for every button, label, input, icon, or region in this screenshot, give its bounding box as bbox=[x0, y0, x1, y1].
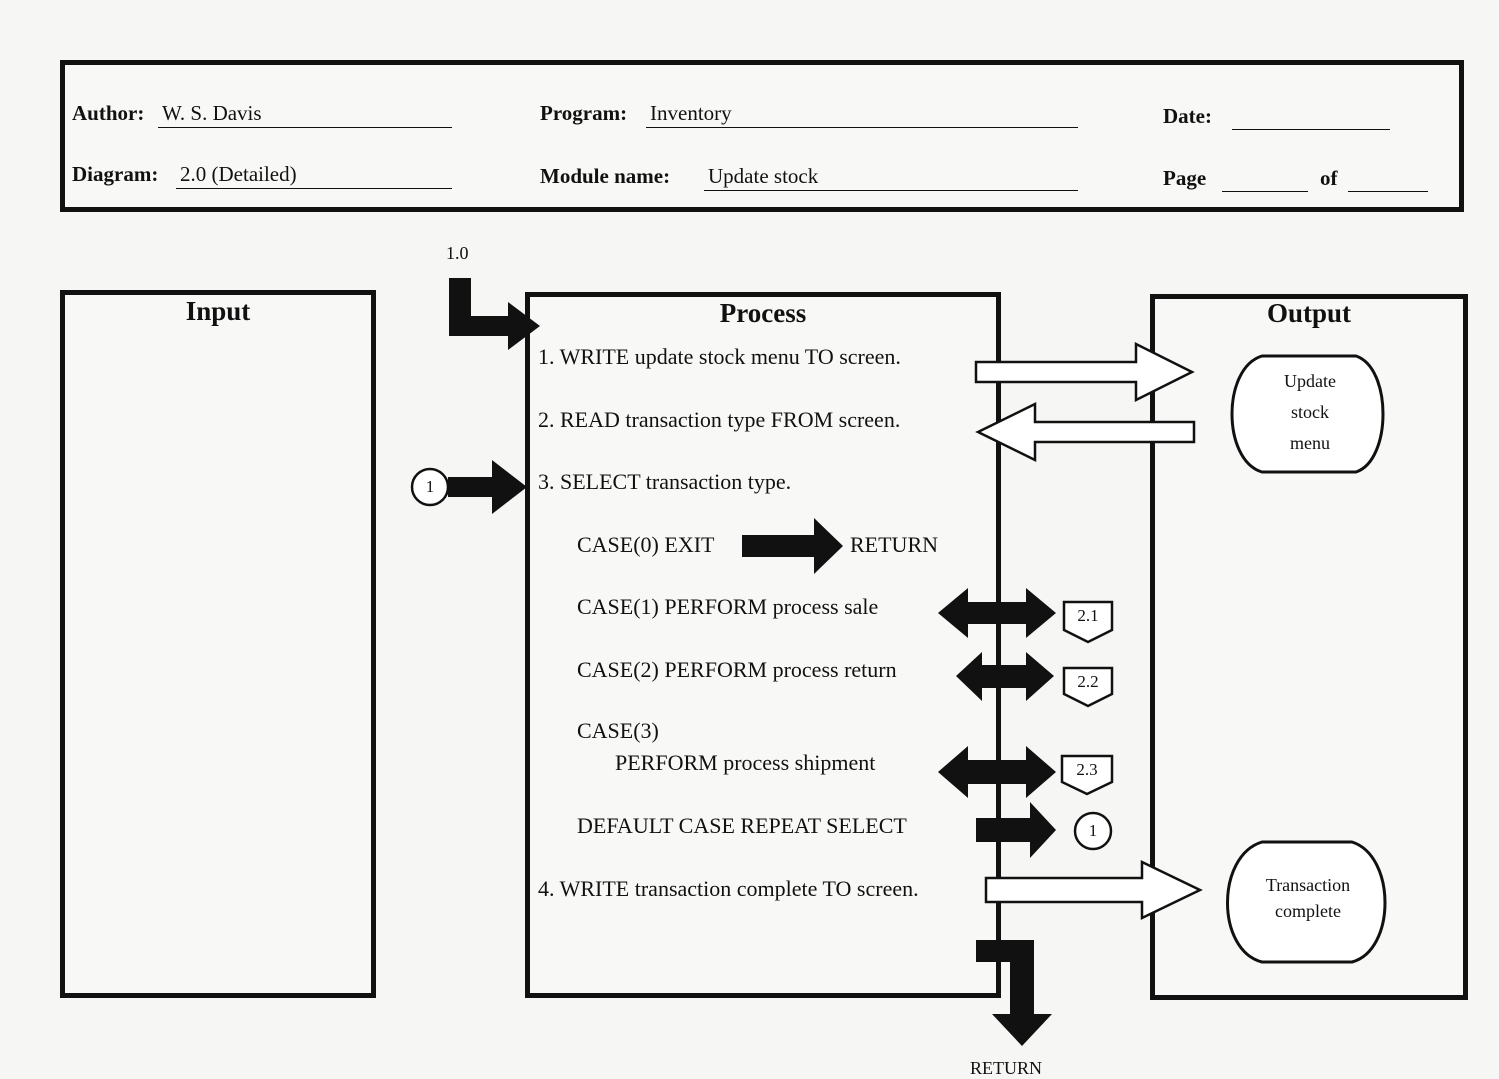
entry-ref-label: 1.0 bbox=[446, 243, 469, 263]
input-title: Input bbox=[185, 296, 251, 326]
transaction-complete-text: Transaction complete bbox=[1236, 872, 1380, 924]
case-3: CASE(3) bbox=[577, 718, 659, 743]
default-loop-connector-label: 1 bbox=[1088, 821, 1098, 840]
module-label: Module name: bbox=[540, 164, 671, 188]
author-label: Author: bbox=[72, 101, 145, 125]
sale-double-arrow bbox=[938, 588, 1056, 638]
default-case: DEFAULT CASE REPEAT SELECT bbox=[577, 813, 907, 838]
header-box bbox=[60, 60, 1464, 212]
exit-arrow bbox=[976, 940, 1052, 1046]
page-label: Page bbox=[1163, 166, 1207, 190]
update-stock-menu-text: Update stock menu bbox=[1240, 366, 1380, 459]
shipment-double-arrow bbox=[938, 746, 1056, 798]
connector-2-2 bbox=[1062, 666, 1114, 708]
author-value: W. S. Davis bbox=[158, 101, 452, 128]
process-box bbox=[525, 292, 1001, 998]
read-type-arrow bbox=[975, 401, 1196, 463]
update-stock-menu-terminal bbox=[1230, 354, 1385, 474]
select-loop-arrow bbox=[448, 460, 527, 514]
date-value bbox=[1232, 104, 1390, 130]
case0-target: RETURN bbox=[850, 532, 938, 557]
program-value: Inventory bbox=[646, 101, 1078, 128]
menu-line-1: Update bbox=[1284, 371, 1336, 391]
exit-return-label: RETURN bbox=[970, 1058, 1042, 1078]
menu-line-2: stock bbox=[1291, 402, 1329, 422]
menu-line-3: menu bbox=[1290, 433, 1330, 453]
connector-2-3-label: 2.3 bbox=[1076, 760, 1098, 779]
transaction-complete-terminal bbox=[1226, 840, 1387, 964]
page-value bbox=[1222, 166, 1308, 192]
return-double-arrow bbox=[956, 652, 1054, 701]
process-title: Process bbox=[719, 298, 807, 328]
of-value bbox=[1348, 166, 1428, 192]
select-loop-connector-label: 1 bbox=[425, 477, 435, 496]
input-box bbox=[60, 290, 376, 998]
write-complete-arrow bbox=[984, 860, 1203, 920]
module-value: Update stock bbox=[704, 164, 1078, 191]
of-label: of bbox=[1320, 166, 1338, 190]
step-2: 2. READ transaction type FROM screen. bbox=[538, 407, 901, 432]
program-label: Program: bbox=[540, 101, 628, 125]
step-1: 1. WRITE update stock menu TO screen. bbox=[538, 344, 901, 369]
connector-2-2-label: 2.2 bbox=[1077, 672, 1099, 691]
date-label: Date: bbox=[1163, 104, 1212, 128]
entry-arrow bbox=[449, 278, 540, 350]
write-menu-arrow bbox=[974, 341, 1195, 403]
case-0: CASE(0) EXIT bbox=[577, 532, 715, 557]
diagram-value: 2.0 (Detailed) bbox=[176, 162, 452, 189]
case-3-action: PERFORM process shipment bbox=[615, 750, 876, 775]
complete-line-1: Transaction bbox=[1265, 875, 1351, 895]
default-arrow bbox=[976, 802, 1056, 858]
connector-2-1 bbox=[1062, 600, 1114, 644]
connector-2-1-label: 2.1 bbox=[1077, 606, 1099, 625]
connector-2-3 bbox=[1060, 754, 1114, 796]
step-4: 4. WRITE transaction complete TO screen. bbox=[538, 876, 919, 901]
case-2: CASE(2) PERFORM process return bbox=[577, 657, 897, 682]
complete-line-2: complete bbox=[1275, 901, 1341, 921]
default-loop-connector bbox=[1073, 811, 1113, 851]
diagram-label: Diagram: bbox=[72, 162, 159, 186]
case-1: CASE(1) PERFORM process sale bbox=[577, 594, 879, 619]
step-3: 3. SELECT transaction type. bbox=[538, 469, 792, 494]
select-loop-connector bbox=[410, 467, 450, 507]
case0-arrow bbox=[742, 518, 843, 574]
output-title: Output bbox=[1266, 298, 1352, 328]
